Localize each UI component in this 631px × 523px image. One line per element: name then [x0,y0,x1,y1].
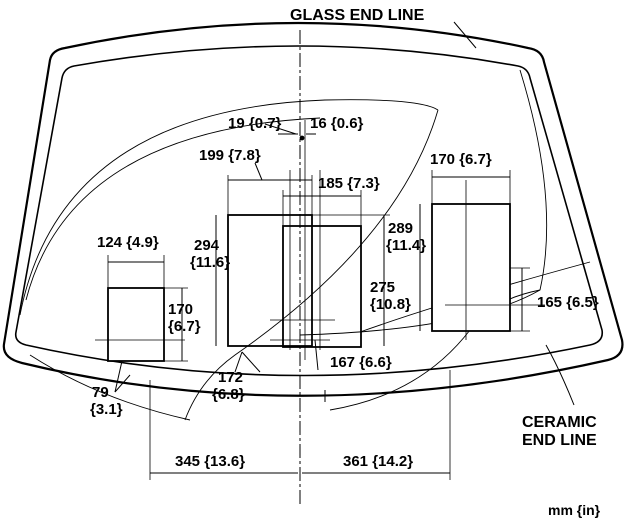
dim-label: 345 {13.6} [175,453,245,470]
dim-label: 294 [194,237,220,254]
dim-172-leader [241,351,261,373]
dim-label: 172 [218,369,243,386]
wiper-sweep-line-left [184,109,439,421]
dim-label: 165 {6.5} [537,294,599,311]
dim-label: 170 [168,301,193,318]
dim-label: {3.1} [90,401,123,418]
dim-label: {11.6} [190,254,230,271]
dim-label: 79 [92,384,109,401]
ceramic-end-line-label: CERAMIC [522,414,597,431]
dim-label: 16 {0.6} [310,115,364,132]
ceramic-line [14,45,604,377]
dim-199-leader [254,162,263,181]
dim-79-leader [114,374,131,393]
dim-label: 275 [370,279,395,296]
wiper-arc-lower [29,354,191,421]
dim-label: 361 {14.2} [343,453,413,470]
dim-origin [299,135,305,141]
dim-label: 19 {0.7} [228,115,282,132]
dim-label: 185 {7.3} [318,175,380,192]
area-left-small [107,287,165,362]
dim-label: 167 {6.6} [330,354,392,371]
dim-172-leader [234,351,243,373]
dim-label: 170 {6.7} [430,151,492,168]
area-right [431,203,511,332]
dim-label: 199 {7.8} [199,147,261,164]
glass-end-line-label: GLASS END LINE [290,7,425,24]
dim-label: {6.7} [168,318,201,335]
dim-79-leader [114,360,123,393]
units-label: mm {in} [548,502,601,518]
glass-end-line-leader [453,21,477,49]
dim-19-leader [264,123,297,135]
wiper-arc-large-inner [25,117,321,301]
area-center-left [227,214,313,347]
dim-label: {10.8} [370,296,411,313]
wiper-arc-large [19,99,439,316]
dim-label: 124 {4.9} [97,234,159,251]
dim-167-leader [314,339,319,371]
dim-label: {11.4} [386,237,426,254]
area-center-right [282,225,362,348]
dim-label: {6.8} [212,386,245,403]
ceramic-end-line-leader [545,344,575,406]
dim-label: 289 [388,220,413,237]
ceramic-end-line-label: END LINE [522,432,597,449]
glass-outline [2,21,624,397]
